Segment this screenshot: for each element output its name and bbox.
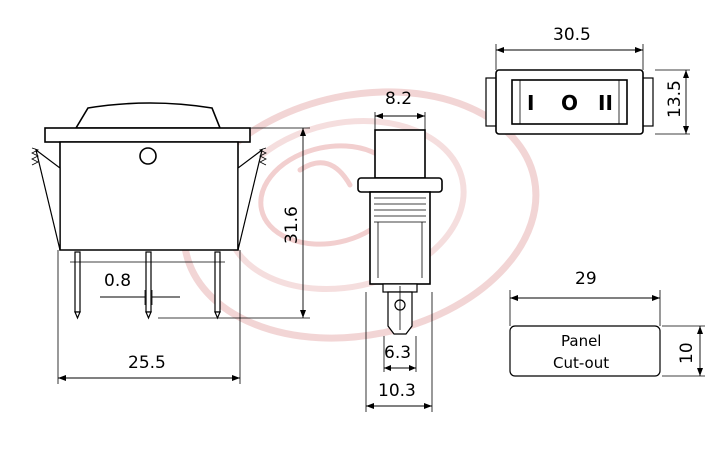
- front-width-arrow-l: [375, 113, 383, 119]
- front-body-label: 10.3: [378, 381, 416, 401]
- front-terminal-label: 6.3: [384, 343, 411, 363]
- front-ribs: [374, 197, 426, 278]
- pin-spacing-label: 0.8: [104, 271, 131, 291]
- front-rocker: [374, 129, 426, 179]
- cutout-width-label: 29: [575, 269, 597, 289]
- top-width-arrow-l: [496, 47, 504, 53]
- front-body-arrow-r: [424, 403, 432, 409]
- right-clip-teeth: [258, 147, 267, 166]
- front-body-arrow-l: [366, 403, 374, 409]
- right-clip: [237, 148, 263, 251]
- rocker-symbol-on: I: [527, 91, 534, 115]
- pin-left-tip: [74, 311, 81, 320]
- cutout-height-arrow-t: [697, 326, 703, 334]
- pin-middle-tip: [145, 311, 152, 320]
- side-width-label: 25.5: [128, 353, 166, 373]
- front-body: [369, 191, 431, 285]
- top-height-arrow-b: [683, 126, 689, 134]
- cutout-rect: [509, 325, 661, 377]
- cutout-label-line2: Cut-out: [553, 354, 609, 372]
- cutout-height-label: 10: [677, 342, 697, 364]
- front-width-label: 8.2: [385, 89, 412, 109]
- front-view: 8.2 6.3 10.3: [357, 89, 443, 412]
- pin-left: [74, 251, 81, 313]
- cutout-width-arrow-r: [652, 295, 660, 301]
- top-height-arrow-t: [683, 70, 689, 78]
- top-width-arrow-r: [635, 47, 643, 53]
- indicator-hole: [139, 147, 157, 165]
- cutout-width-arrow-l: [510, 295, 518, 301]
- top-inner-frame: [511, 79, 628, 125]
- front-term-arrow-r: [409, 365, 416, 371]
- top-height-label: 13.5: [665, 80, 685, 118]
- cutout-label-line1: Panel: [561, 332, 601, 350]
- top-width-label: 30.5: [553, 25, 591, 45]
- left-clip-teeth: [31, 147, 40, 166]
- left-clip: [35, 148, 61, 251]
- front-width-arrow-r: [417, 113, 425, 119]
- pin-right: [214, 251, 221, 313]
- rocker-symbol-on2: II: [598, 91, 613, 115]
- pin-right-tip: [214, 311, 221, 320]
- side-width-arrow-r: [232, 375, 240, 381]
- side-height-arrow-t: [300, 128, 306, 136]
- pin-middle: [145, 251, 152, 313]
- side-flange: [44, 127, 251, 143]
- cutout-height-arrow-b: [697, 368, 703, 376]
- top-view: I O II 30.5 13.5: [485, 25, 690, 135]
- side-view: 0.8 25.5 31.6: [31, 102, 310, 384]
- side-height-arrow-b: [300, 310, 306, 318]
- front-term-arrow-l: [384, 365, 391, 371]
- side-width-arrow-l: [58, 375, 66, 381]
- panel-cutout: Panel Cut-out 29 10: [509, 269, 705, 377]
- front-flange: [357, 177, 443, 193]
- side-rocker: [74, 102, 222, 129]
- rocker-symbol-off: O: [561, 91, 578, 115]
- side-height-label: 31.6: [282, 206, 302, 244]
